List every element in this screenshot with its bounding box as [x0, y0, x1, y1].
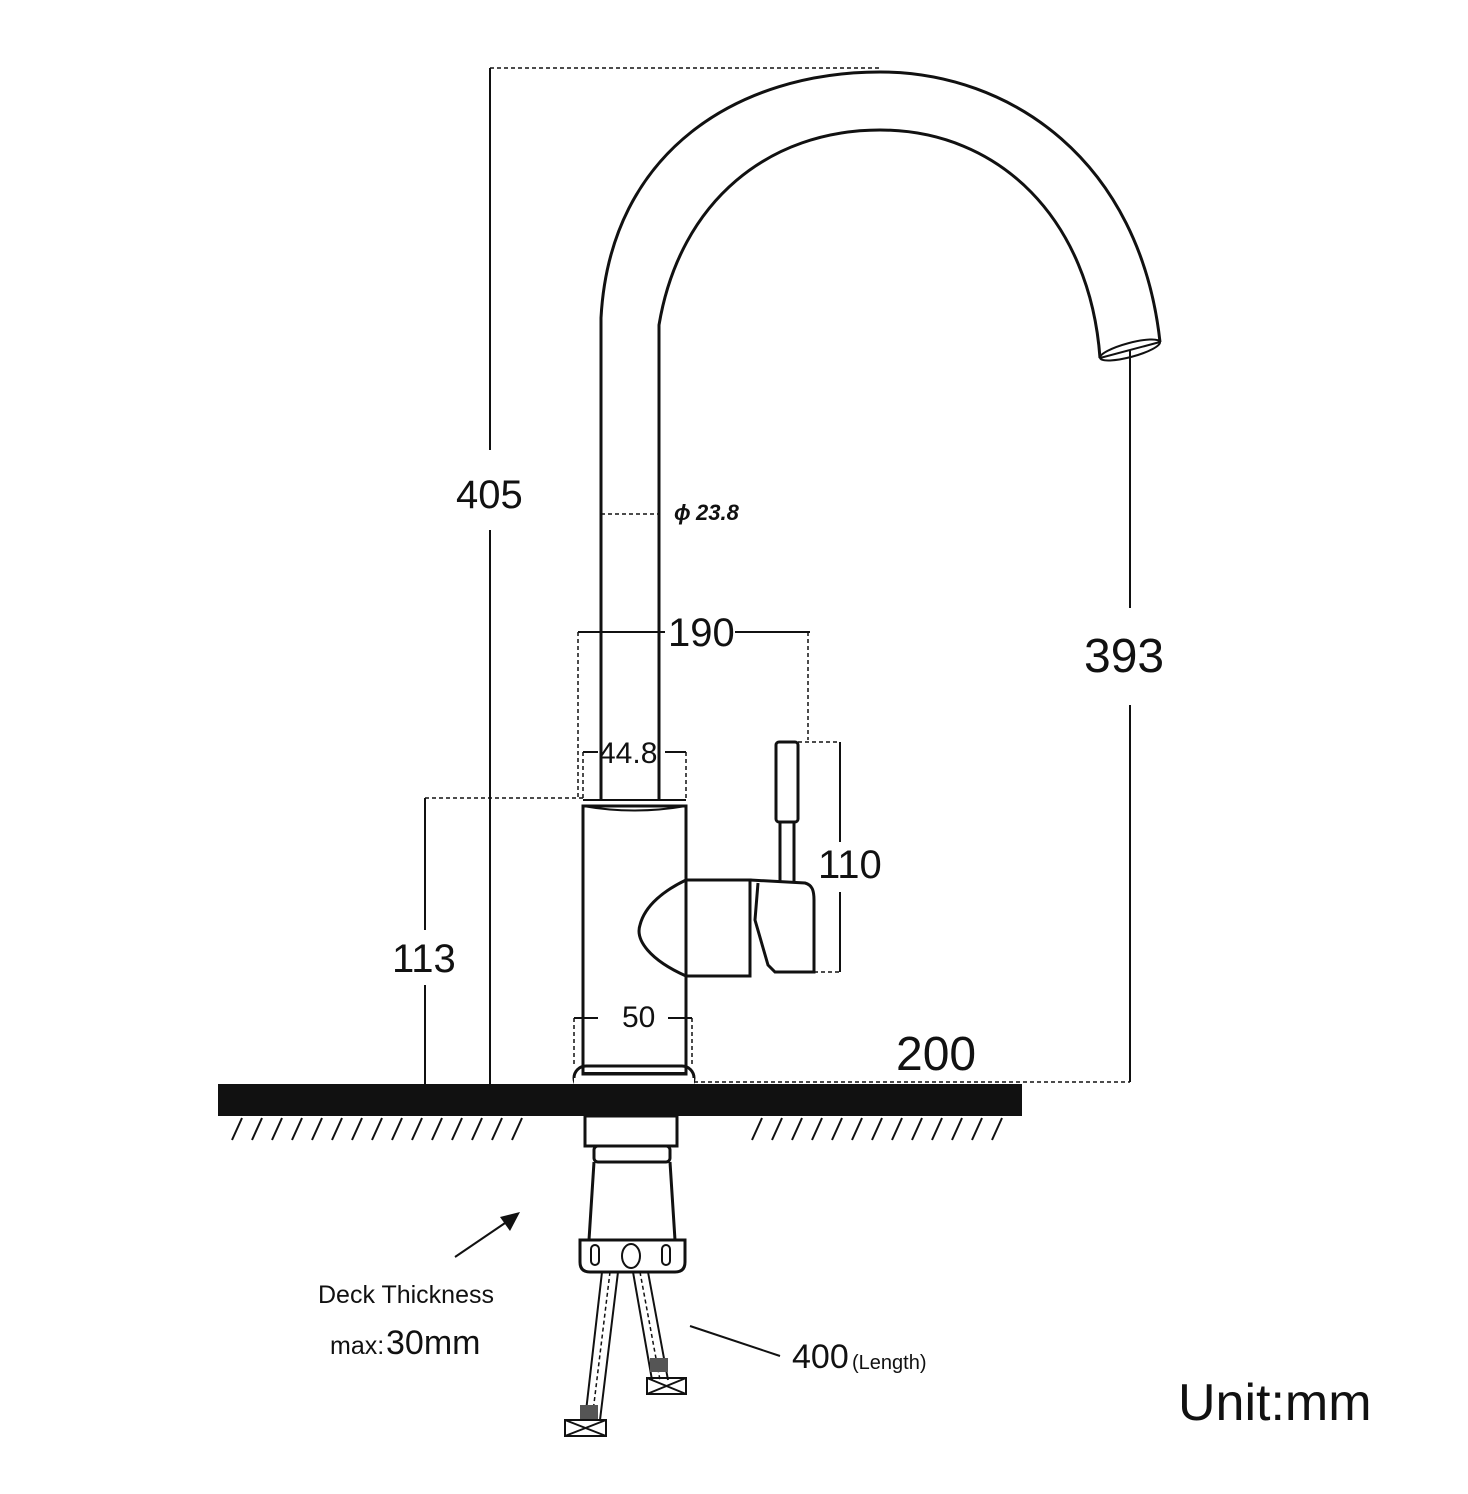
hose-length-value: 400	[792, 1338, 849, 1376]
deck-hatch-line	[831, 1117, 843, 1141]
deck-countertop	[218, 1078, 1022, 1141]
label-handle-height: 110	[818, 843, 882, 887]
mounting-shank	[578, 1114, 687, 1274]
deck-hatch-line	[931, 1117, 943, 1141]
deck-thickness-label: Deck Thickness	[318, 1281, 494, 1309]
deck-hatch-line	[951, 1117, 963, 1141]
deck-hatch-line	[411, 1117, 423, 1141]
faucet-handle	[637, 740, 816, 978]
dimension-lines	[424, 67, 1131, 1357]
label-spout-reach: 200	[896, 1028, 976, 1081]
hose-length-suffix: (Length)	[852, 1352, 927, 1374]
deck-hatch-line	[871, 1117, 883, 1141]
deck-hatch-line	[251, 1117, 263, 1141]
deck-hatch-line	[971, 1117, 983, 1141]
deck-hatch-line	[231, 1117, 243, 1141]
deck-hatch-line	[811, 1117, 823, 1141]
deck-max-value: 30mm	[386, 1324, 480, 1362]
deck-hatch-line	[511, 1117, 523, 1141]
deck-hatch-line	[991, 1117, 1003, 1141]
deck-hatch-line	[351, 1117, 363, 1141]
deck-hatch-line	[331, 1117, 343, 1141]
label-body-top-diameter: 44.8	[599, 737, 657, 770]
deck-hatch-line	[791, 1117, 803, 1141]
label-handle-span: 190	[668, 611, 735, 655]
deck-hatch-line	[271, 1117, 283, 1141]
deck-hatch-line	[311, 1117, 323, 1141]
deck-hatch-line	[891, 1117, 903, 1141]
deck-hatch-line	[451, 1117, 463, 1141]
label-body-height: 113	[392, 937, 456, 981]
deck-hatch-line	[371, 1117, 383, 1141]
deck-hatch-line	[911, 1117, 923, 1141]
faucet-spout	[599, 70, 1162, 800]
deck-hatch-line	[471, 1117, 483, 1141]
deck-max-prefix: max:	[330, 1332, 384, 1360]
deck-hatch-line	[751, 1117, 763, 1141]
diameter-symbol-icon: ϕ	[674, 500, 691, 525]
unit-label: Unit:mm	[1178, 1374, 1372, 1432]
deck-hatch-line	[391, 1117, 403, 1141]
supply-hoses	[564, 1271, 687, 1437]
label-tube-diameter: 23.8	[695, 500, 740, 525]
deck-hatch-line	[431, 1117, 443, 1141]
deck-hatch-line	[291, 1117, 303, 1141]
deck-hatch-line	[491, 1117, 503, 1141]
label-base-diameter: 50	[622, 1001, 655, 1034]
faucet-body	[572, 799, 696, 1092]
label-spout-height: 393	[1084, 630, 1164, 683]
label-overall-height: 405	[456, 473, 523, 517]
deck-hatch-line	[771, 1117, 783, 1141]
deck-hatch-line	[851, 1117, 863, 1141]
